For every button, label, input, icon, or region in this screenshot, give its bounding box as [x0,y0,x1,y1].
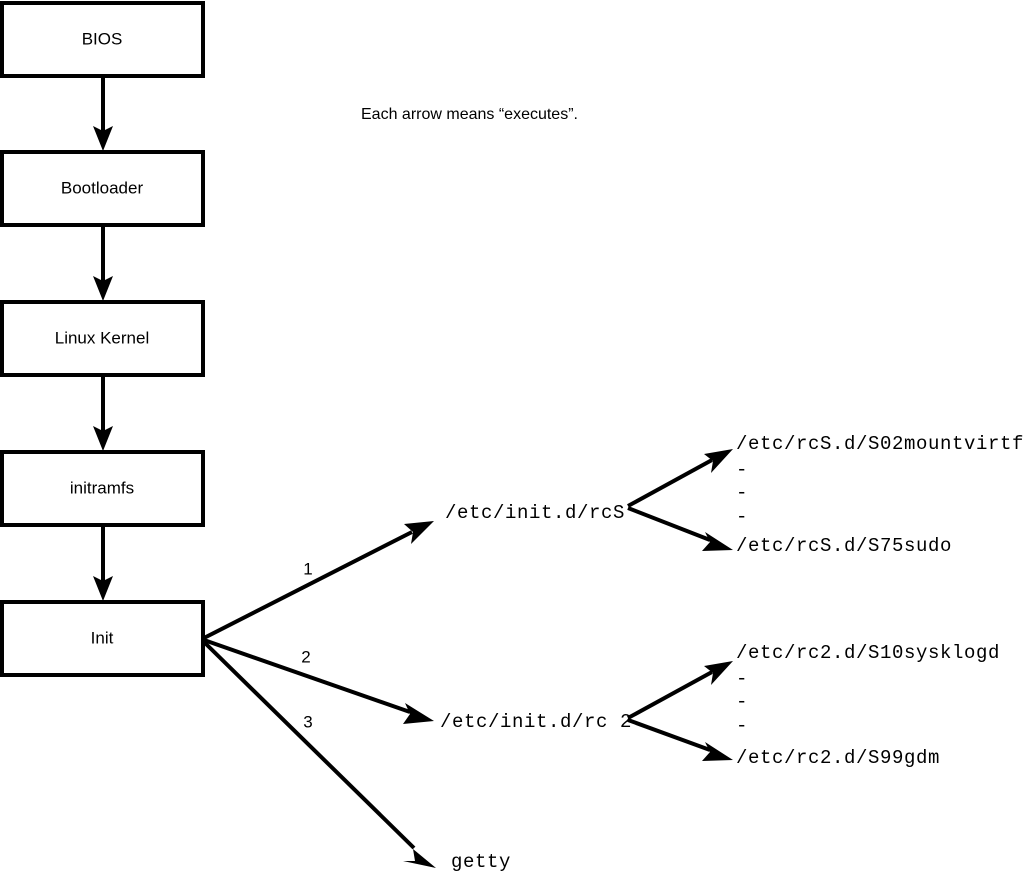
label-rcs-last-script[interactable]: /etc/rcS.d/S75sudo [736,535,952,557]
node-initramfs-label: initramfs [70,478,134,497]
arrow-order-label-3: 3 [303,712,312,731]
label-rcs-ellipsis-1: - [736,459,747,481]
arrow-init-to-rcs [203,521,434,640]
label-rc2-first-script[interactable]: /etc/rc2.d/S10sysklogd [736,642,1000,664]
node-bios[interactable]: BIOS [0,1,205,78]
label-init-d-rcs[interactable]: /etc/init.d/rcS [445,502,625,524]
node-linux-kernel-label: Linux Kernel [55,328,150,347]
node-bios-label: BIOS [82,29,123,48]
node-init-box [0,600,205,677]
arrow-order-label-2: 2 [301,647,310,666]
arrow-rc2-to-first-script [627,661,733,720]
node-init[interactable]: Init [0,600,205,677]
label-rc2-ellipsis-3: - [736,715,747,737]
diagram-caption: Each arrow means “executes”. [361,106,578,123]
arrow-bios-to-bootloader [93,76,113,151]
label-init-d-rc2[interactable]: /etc/init.d/rc 2 [440,711,632,733]
node-init-label: Init [91,628,114,647]
label-rc2-ellipsis-1: - [736,668,747,690]
arrow-order-label-1: 1 [303,559,312,578]
arrow-init-to-rc2 [203,638,434,724]
label-rcs-ellipsis-2: - [736,482,747,504]
arrow-rc2-to-last-script [627,718,733,761]
arrow-rcs-to-last-script [627,506,733,551]
label-rcs-ellipsis-3: - [736,506,747,528]
arrow-init-to-getty [202,640,436,868]
label-rc2-ellipsis-2: - [736,691,747,713]
node-bootloader[interactable]: Bootloader [0,150,205,227]
arrow-initramfs-to-init [93,525,113,601]
node-initramfs[interactable]: initramfs [0,450,205,527]
node-initramfs-box [0,450,205,527]
arrow-kernel-to-initramfs [93,375,113,451]
label-getty[interactable]: getty [451,851,511,873]
node-bootloader-label: Bootloader [61,178,144,197]
arrow-bootloader-to-kernel [93,225,113,301]
label-rcs-first-script[interactable]: /etc/rcS.d/S02mountvirtfs [736,433,1024,455]
node-linux-kernel[interactable]: Linux Kernel [0,300,205,377]
node-bios-box [0,1,205,78]
arrow-rcs-to-first-script [627,449,733,508]
label-rc2-last-script[interactable]: /etc/rc2.d/S99gdm [736,747,940,769]
